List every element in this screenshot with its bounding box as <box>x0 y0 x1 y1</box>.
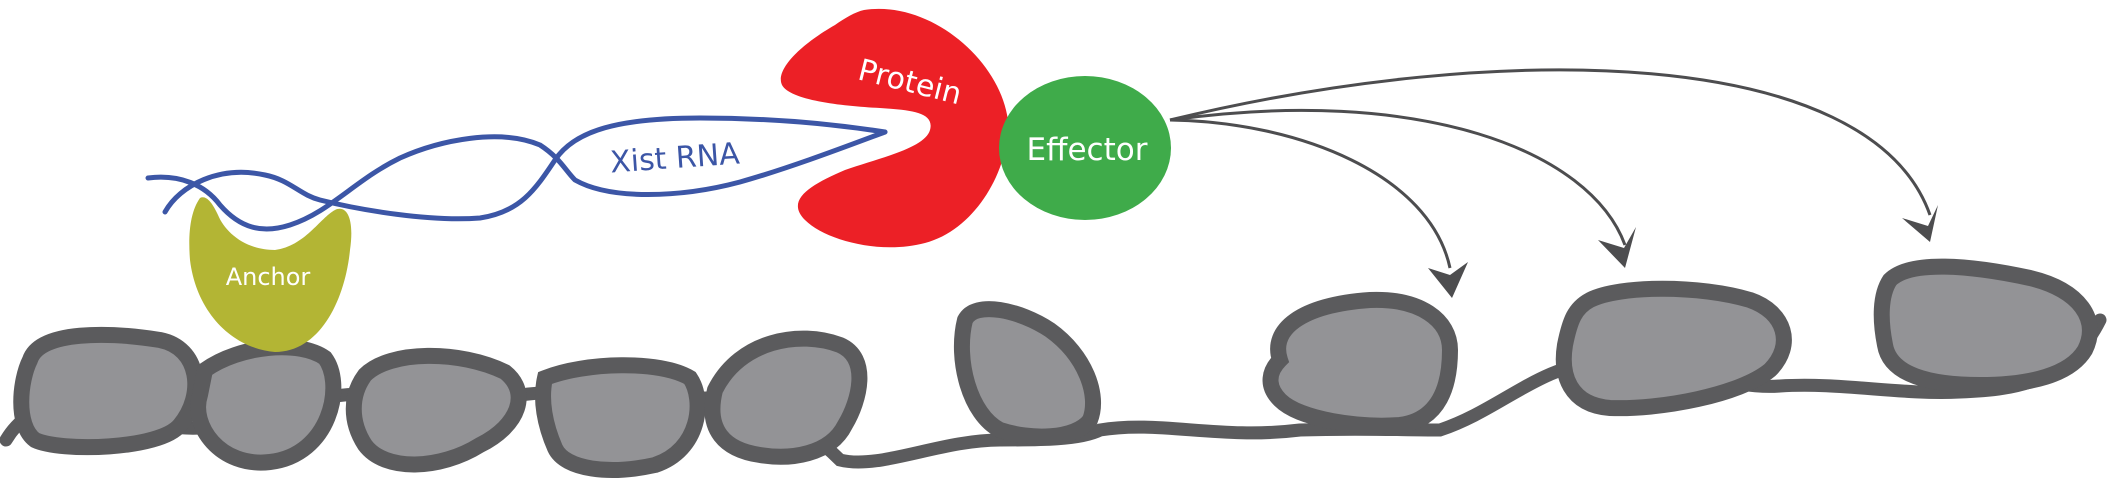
arrowhead-icon <box>1598 227 1636 268</box>
nucleosome <box>535 357 706 478</box>
compact-nucleosomes <box>13 326 868 478</box>
xist-rna-strand <box>162 115 888 222</box>
nucleosome <box>13 326 204 456</box>
effector: Effector <box>999 76 1171 220</box>
arrow-to-nucleosome <box>1169 109 1627 246</box>
nucleosome <box>954 301 1101 445</box>
arrowhead-icon <box>1428 262 1468 298</box>
xist-rna-label: Xist RNA <box>609 136 741 180</box>
nucleosome <box>1262 291 1459 434</box>
nucleosome <box>1873 258 2098 394</box>
anchor: Anchor <box>189 197 352 352</box>
effector-label: Effector <box>1027 132 1148 168</box>
arrowhead-icon <box>1902 205 1938 242</box>
nucleosome <box>1555 280 1792 417</box>
nucleosome <box>704 330 868 465</box>
protein-shape <box>780 8 1009 248</box>
effector-arrows <box>1169 68 1932 269</box>
arrow-to-nucleosome <box>1169 118 1452 269</box>
nucleosome <box>190 339 342 471</box>
protein: Protein <box>780 8 1009 248</box>
nucleosome <box>345 347 527 473</box>
anchor-label: Anchor <box>226 263 311 291</box>
xist-rna-strand <box>145 129 888 232</box>
arrow-to-nucleosome <box>1169 68 1932 216</box>
anchor-shape <box>189 197 352 352</box>
spread-nucleosomes <box>954 258 2098 445</box>
arrowheads <box>1428 205 1938 298</box>
effector-shape <box>999 76 1171 220</box>
xist-rna <box>145 115 888 232</box>
